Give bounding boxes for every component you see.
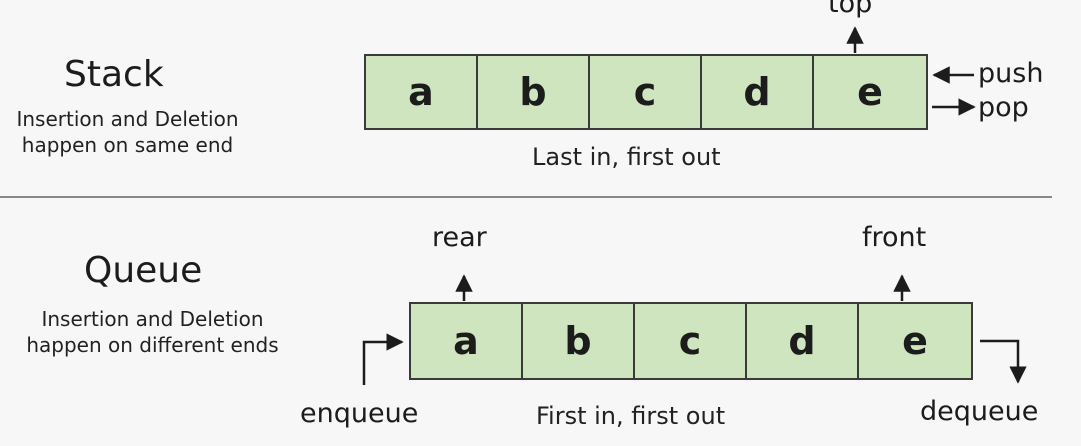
- stack-top-label: top: [828, 0, 873, 19]
- stack-cell: d: [702, 56, 814, 128]
- queue-enqueue-label: enqueue: [300, 398, 419, 429]
- queue-description-line2: happen on different ends: [26, 333, 279, 357]
- queue-enqueue-arrow: [362, 333, 404, 385]
- queue-front-label: front: [862, 222, 927, 253]
- stack-cell: e: [814, 56, 926, 128]
- queue-cell: b: [523, 304, 635, 378]
- section-divider: [0, 196, 1052, 198]
- stack-description-line1: Insertion and Deletion: [16, 107, 239, 131]
- stack-cell: b: [478, 56, 590, 128]
- stack-push-label: push: [978, 58, 1044, 89]
- stack-description: Insertion and Deletion happen on same en…: [0, 106, 265, 158]
- queue-caption: First in, first out: [536, 402, 726, 430]
- stack-cell: a: [366, 56, 478, 128]
- stack-caption: Last in, first out: [532, 143, 721, 171]
- queue-dequeue-label: dequeue: [920, 396, 1039, 427]
- queue-dequeue-arrow: [980, 339, 1027, 384]
- queue-title: Queue: [84, 250, 203, 291]
- queue-rear-label: rear: [432, 222, 487, 253]
- queue-cell: e: [859, 304, 971, 378]
- stack-cell: c: [590, 56, 702, 128]
- queue-description-line1: Insertion and Deletion: [41, 307, 264, 331]
- queue-cell: d: [747, 304, 859, 378]
- stack-title: Stack: [64, 54, 164, 95]
- queue-cell: a: [411, 304, 523, 378]
- queue-description: Insertion and Deletion happen on differe…: [0, 306, 305, 358]
- stack-cells: a b c d e: [364, 54, 928, 130]
- queue-cells: a b c d e: [409, 302, 973, 380]
- stack-description-line2: happen on same end: [21, 133, 234, 157]
- stack-pop-label: pop: [978, 92, 1029, 123]
- queue-cell: c: [635, 304, 747, 378]
